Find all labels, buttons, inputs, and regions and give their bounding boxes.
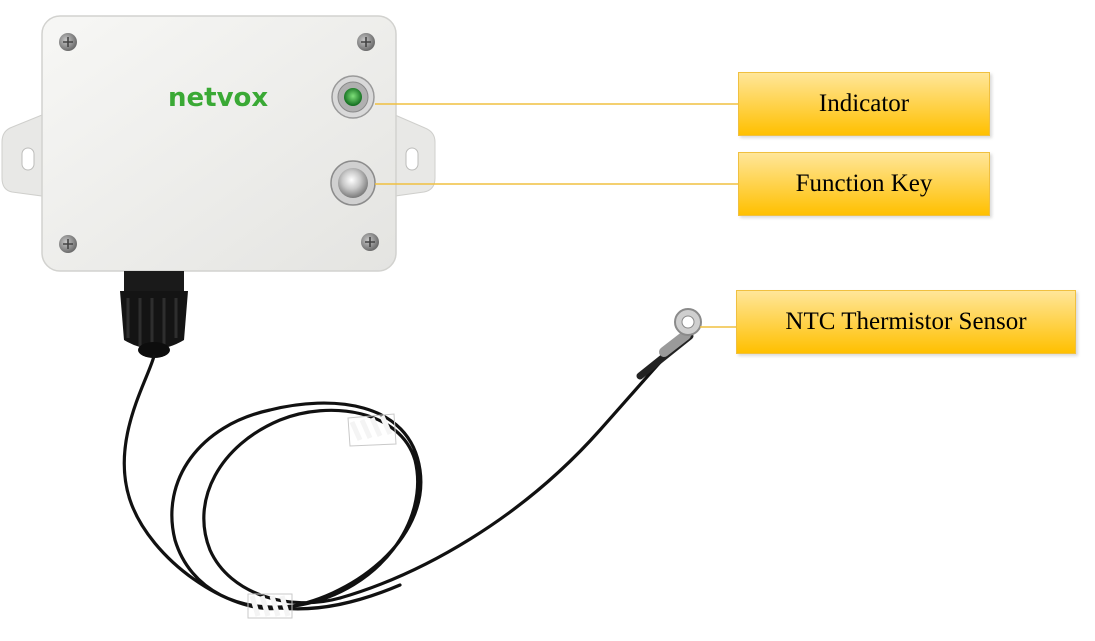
ntc-thermistor-probe <box>636 308 702 380</box>
cable-ties <box>249 414 393 617</box>
callout-ntc-label: NTC Thermistor Sensor <box>785 308 1027 335</box>
callout-ntc-thermistor-sensor: NTC Thermistor Sensor <box>736 290 1076 354</box>
indicator-led <box>331 75 375 119</box>
callout-function-key: Function Key <box>738 152 990 216</box>
callout-indicator: Indicator <box>738 72 990 136</box>
callout-function-key-label: Function Key <box>795 170 933 197</box>
leader-lines <box>375 103 738 328</box>
mounting-tabs <box>1 114 436 197</box>
cable-gland <box>120 271 188 358</box>
callout-indicator-label: Indicator <box>818 90 910 117</box>
brand-logo: netvox <box>168 83 268 113</box>
cable-ties-outline <box>247 413 397 619</box>
sensor-cable <box>122 328 692 611</box>
enclosure-body <box>41 15 397 272</box>
function-key-button <box>330 160 376 206</box>
screws <box>59 33 379 253</box>
